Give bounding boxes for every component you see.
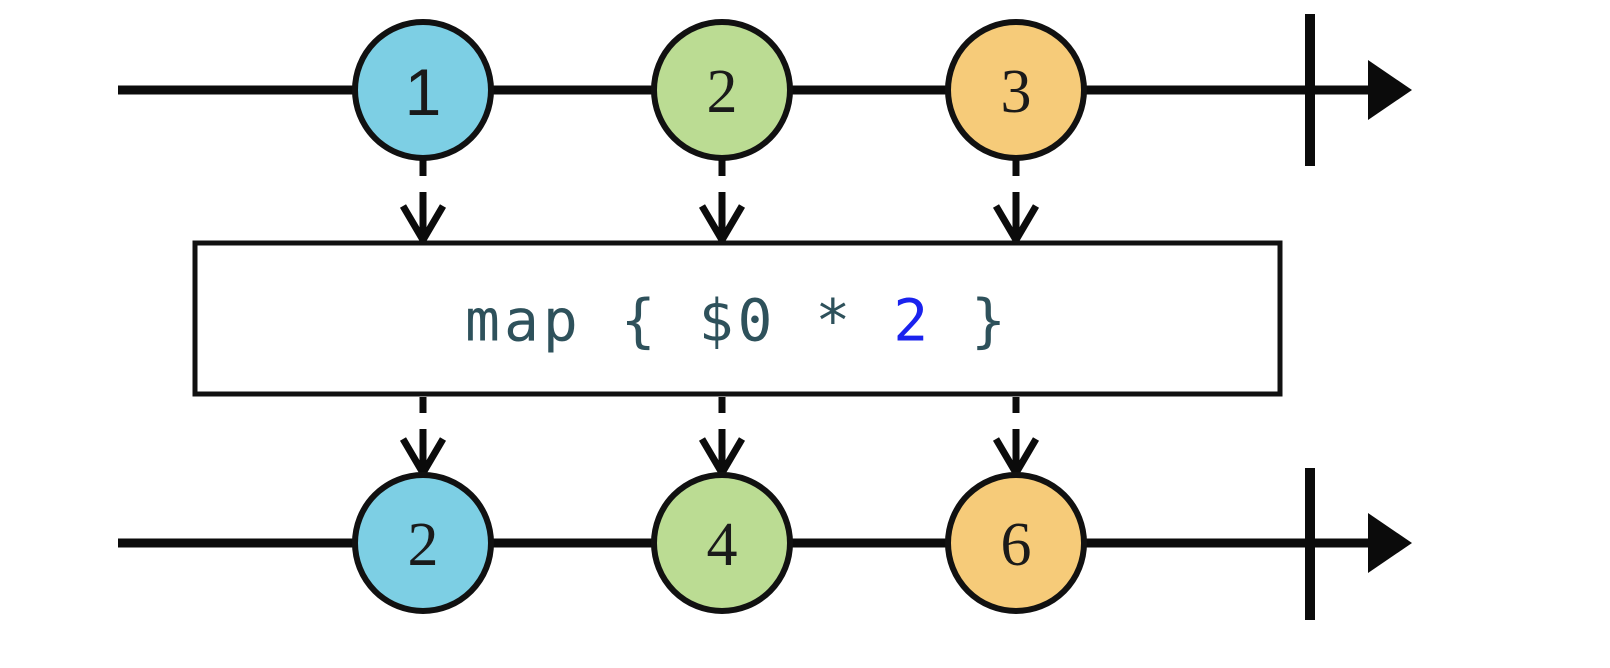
result-marble-1[interactable]: 2 — [352, 472, 494, 614]
result-arrow-head-icon — [1368, 513, 1412, 573]
input-arrows — [399, 160, 1040, 247]
result-timeline: 2 4 6 — [118, 468, 1412, 620]
result-marble-circle-3[interactable] — [945, 472, 1087, 614]
code-token-4: $0 — [699, 287, 777, 355]
result-marble-circle-1[interactable] — [352, 472, 494, 614]
result-marble-3[interactable]: 6 — [945, 472, 1087, 614]
code-token-0: map — [465, 287, 582, 355]
source-timeline: 1 2 3 — [118, 14, 1412, 166]
source-marble-circle-2[interactable] — [651, 19, 793, 161]
operator-box-frame[interactable] — [192, 240, 1283, 397]
result-marble-2[interactable]: 4 — [651, 472, 793, 614]
code-token-2: { — [621, 287, 660, 355]
code-token-3 — [660, 287, 699, 355]
code-token-6: * — [815, 287, 854, 355]
code-token-7 — [854, 287, 893, 355]
output-arrows — [399, 397, 1040, 480]
source-marble-3[interactable]: 3 — [945, 19, 1087, 161]
source-marble-circle-3[interactable] — [945, 19, 1087, 161]
source-marble-circle-1[interactable] — [352, 19, 494, 161]
code-token-9 — [932, 287, 971, 355]
code-token-10: } — [971, 287, 1010, 355]
result-marble-circle-2[interactable] — [651, 472, 793, 614]
code-token-5 — [776, 287, 815, 355]
operator-code-text: map { $0 * 2 } — [465, 287, 1010, 355]
source-marble-1[interactable]: 1 — [352, 19, 494, 161]
code-token-8: 2 — [893, 287, 932, 355]
code-token-1 — [582, 287, 621, 355]
source-marble-2[interactable]: 2 — [651, 19, 793, 161]
operator-box[interactable]: map { $0 * 2 } — [192, 240, 1283, 397]
source-arrow-head-icon — [1368, 60, 1412, 120]
